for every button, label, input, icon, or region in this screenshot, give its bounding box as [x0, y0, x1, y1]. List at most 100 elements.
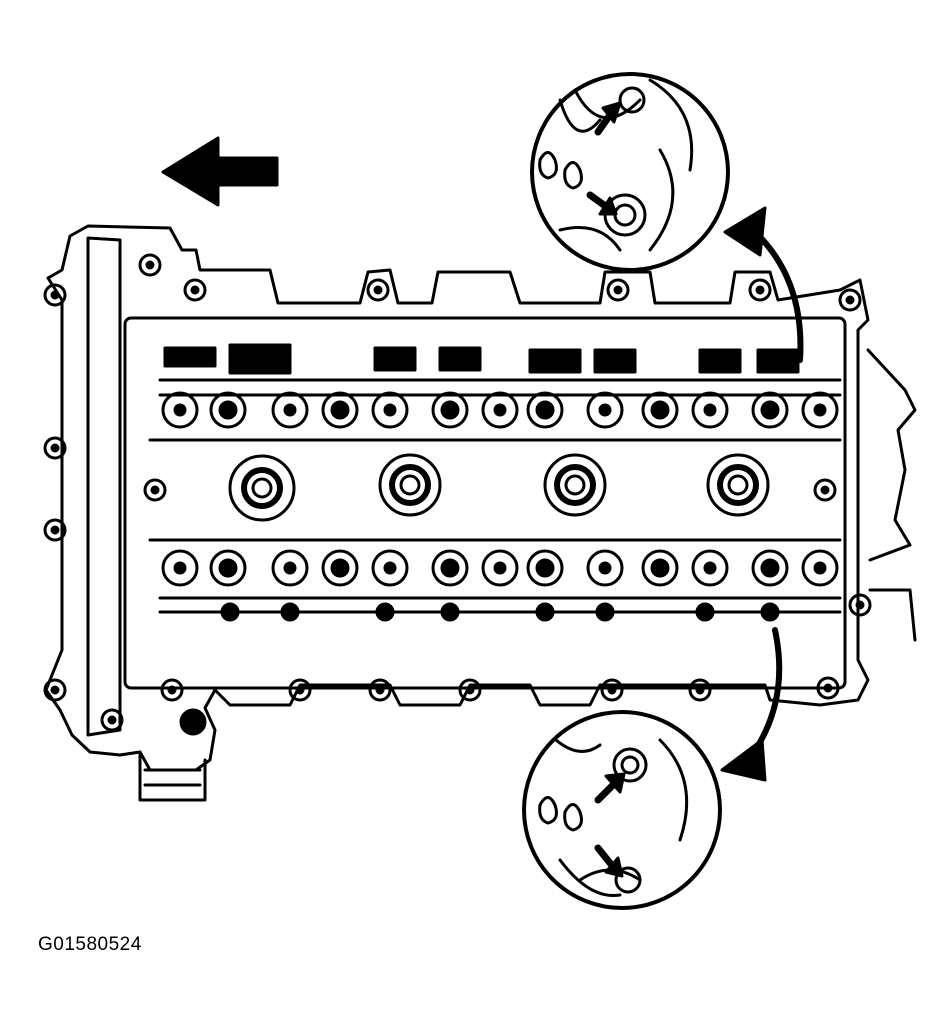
bottom-bolt-center — [440, 558, 460, 578]
bottom-bolt — [321, 549, 359, 587]
top-bolt-center — [440, 400, 460, 420]
top-bolt — [161, 391, 199, 429]
perimeter-bolt — [816, 676, 840, 700]
inner-top-rail — [158, 378, 842, 397]
spark-plug-bore-3 — [543, 453, 607, 517]
perimeter-bolt — [43, 283, 67, 307]
perimeter-bolt-center — [375, 685, 385, 695]
lower-curved-arrowhead — [720, 738, 767, 782]
perimeter-bolt — [600, 678, 624, 702]
bottom-bolt — [271, 549, 309, 587]
lower-curved-arrow-icon — [749, 627, 783, 758]
top-bolt — [271, 391, 309, 429]
top-bolt-center — [813, 403, 827, 417]
top-lifter-row — [163, 343, 800, 375]
perimeter-bolt — [748, 278, 772, 302]
bottom-bolt — [431, 549, 469, 587]
perimeter-bolt-center — [107, 715, 117, 725]
perimeter-bolt — [838, 288, 862, 312]
bottom-bolt — [801, 549, 839, 587]
bottom-bolt-center — [703, 561, 717, 575]
bottom-bolt-center — [760, 558, 780, 578]
bottom-bolt — [526, 549, 564, 587]
bottom-lifter-row — [220, 602, 780, 622]
head-outline — [44, 224, 870, 772]
bottom-bolt-row — [161, 549, 839, 587]
perimeter-bolt-center — [613, 285, 623, 295]
lower-detail-callout — [522, 710, 722, 910]
top-bolt — [371, 391, 409, 429]
bottom-bolt-center — [218, 558, 238, 578]
top-bolt — [801, 391, 839, 429]
bottom-bolt-center — [330, 558, 350, 578]
perimeter-bolt — [848, 593, 872, 617]
perimeter-bolt-center — [150, 485, 160, 495]
top-bolt — [209, 391, 247, 429]
top-bolt — [431, 391, 469, 429]
perimeter-bolt-center — [50, 290, 60, 300]
bottom-bolt — [481, 549, 519, 587]
bottom-bolt-center — [650, 558, 670, 578]
top-bolt-center — [650, 400, 670, 420]
perimeter-bolt-center — [295, 685, 305, 695]
spark-plug-bore-1 — [228, 454, 296, 522]
perimeter-bolt — [143, 478, 167, 502]
timing-cover-rail — [86, 236, 122, 737]
top-bolt-center — [598, 403, 612, 417]
perimeter-bolt — [813, 478, 837, 502]
bottom-bolt — [209, 549, 247, 587]
bottom-bolt-center — [535, 558, 555, 578]
top-bolt-center — [760, 400, 780, 420]
perimeter-bolt-center — [50, 685, 60, 695]
upper-curved-arrow-icon — [752, 229, 804, 363]
perimeter-bolt-center — [823, 683, 833, 693]
bottom-bolt — [586, 549, 624, 587]
right-engine-edge — [866, 348, 917, 642]
top-bolt — [481, 391, 519, 429]
perimeter-bolt — [138, 253, 162, 277]
perimeter-bolt-center — [695, 685, 705, 695]
bottom-bolt-center — [598, 561, 612, 575]
top-bolt-center — [173, 403, 187, 417]
top-bolt-row — [161, 391, 839, 429]
perimeter-bolt — [43, 436, 67, 460]
top-bolt-center — [283, 403, 297, 417]
top-bolt — [691, 391, 729, 429]
perimeter-bolt — [43, 678, 67, 702]
perimeter-bolt-center — [50, 525, 60, 535]
perimeter-bolts — [43, 253, 872, 732]
top-bolt-center — [218, 400, 238, 420]
perimeter-bolt — [288, 678, 312, 702]
figure-id-label: G01580524 — [38, 934, 142, 955]
perimeter-bolt-center — [820, 485, 830, 495]
bottom-bolt — [371, 549, 409, 587]
outlet-bolt — [179, 708, 207, 736]
bottom-bolt-center — [173, 561, 187, 575]
perimeter-bolt-center — [755, 285, 765, 295]
top-bolt-center — [330, 400, 350, 420]
bottom-bolt-center — [283, 561, 297, 575]
bottom-bolt — [641, 549, 679, 587]
perimeter-bolt — [43, 518, 67, 542]
inner-bottom-rail — [158, 596, 842, 614]
center-rail — [148, 438, 842, 542]
bottom-bolt-center — [383, 561, 397, 575]
bottom-bolt — [691, 549, 729, 587]
top-bolt-center — [535, 400, 555, 420]
perimeter-bolt — [160, 678, 184, 702]
top-bolt — [321, 391, 359, 429]
upper-detail-callout — [530, 72, 730, 272]
top-bolt — [526, 391, 564, 429]
upper-curved-arrowhead — [723, 206, 767, 257]
perimeter-bolt-center — [50, 443, 60, 453]
perimeter-bolt — [366, 278, 390, 302]
perimeter-bolt — [183, 278, 207, 302]
top-bolt — [586, 391, 624, 429]
perimeter-bolt-center — [190, 285, 200, 295]
bottom-bolt-center — [493, 561, 507, 575]
perimeter-bolt-center — [373, 285, 383, 295]
perimeter-bolt-center — [465, 685, 475, 695]
top-bolt — [751, 391, 789, 429]
